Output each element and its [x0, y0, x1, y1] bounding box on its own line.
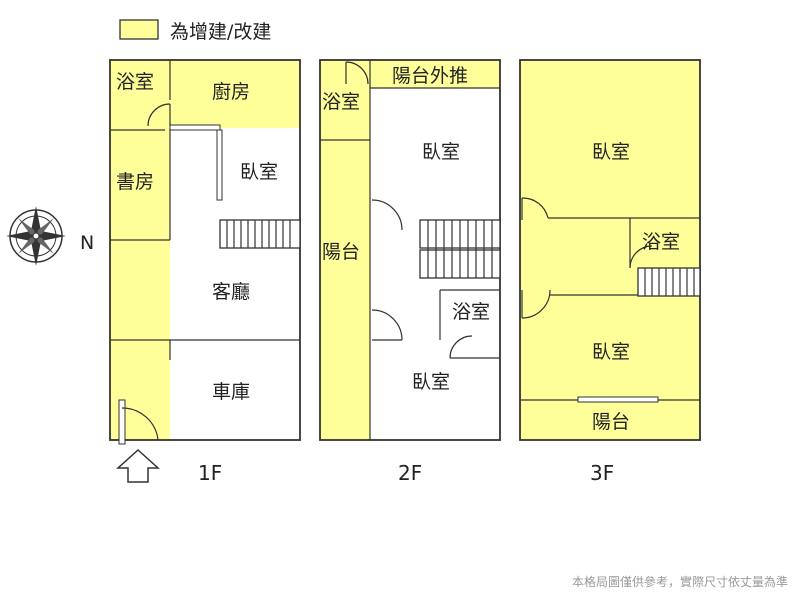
entrance-door [118, 399, 159, 445]
legend-label: 為增建/改建 [170, 21, 271, 43]
addition-area [110, 60, 170, 440]
room-label-garage: 車庫 [212, 381, 250, 403]
floor-label-2f: 2F [398, 461, 422, 485]
room-label-balcony: 陽台 [322, 241, 360, 263]
room-label-bedroom-bottom: 臥室 [412, 371, 450, 393]
floor-3f: 臥室 浴室 臥室 陽台 [519, 59, 701, 441]
room-label-study: 書房 [116, 171, 154, 193]
stairs [219, 219, 301, 249]
addition-area [370, 60, 500, 88]
stairs [419, 219, 501, 279]
addition-area [520, 60, 700, 440]
room-label-bath-left: 浴室 [322, 91, 360, 113]
floor-label-3f: 3F [590, 461, 614, 485]
compass-north-label: N [80, 232, 94, 254]
addition-area [170, 60, 300, 128]
legend-swatch [119, 19, 159, 40]
room-label-bath: 浴室 [642, 231, 680, 253]
arrow-up-icon [116, 448, 160, 483]
addition-area [320, 60, 370, 440]
room-label-living: 客廳 [212, 281, 250, 303]
room-label-bedroom: 臥室 [240, 161, 278, 183]
room-label-balcony-ext: 陽台外推 [392, 65, 468, 87]
floor-2f: 陽台外推 浴室 臥室 陽台 浴室 臥室 [319, 59, 501, 441]
room-label-balcony: 陽台 [592, 411, 630, 433]
disclaimer-note: 本格局圖僅供參考，實際尺寸依丈量為準 [572, 574, 788, 589]
room-label-bedroom-bottom: 臥室 [592, 341, 630, 363]
stairs [637, 267, 701, 297]
compass-icon [6, 206, 66, 266]
room-label-bath-right: 浴室 [452, 301, 490, 323]
room-label-bedroom-top: 臥室 [592, 141, 630, 163]
floor-label-1f: 1F [198, 461, 222, 485]
room-label-kitchen: 廚房 [212, 80, 250, 103]
room-label-bath: 浴室 [116, 71, 154, 93]
floor-1f: 浴室 廚房 書房 臥室 客廳 車庫 [109, 59, 301, 445]
room-label-bedroom-top: 臥室 [422, 141, 460, 163]
